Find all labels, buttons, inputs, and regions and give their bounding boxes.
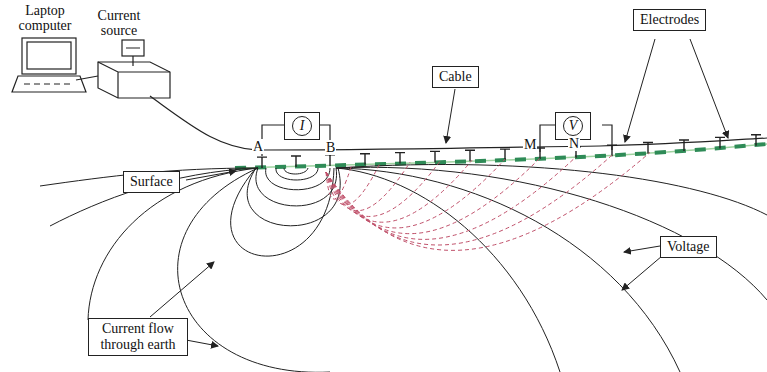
current-flow-lines (40, 165, 767, 372)
callout-box: Electrodes (633, 9, 706, 31)
voltage-line (326, 159, 505, 228)
callout-box: Surface (123, 171, 180, 193)
device-label: Laptop computer (10, 3, 80, 33)
electrode (360, 154, 370, 165)
cable-line (150, 96, 767, 150)
voltage-line (326, 157, 576, 240)
equipotential-lines (326, 152, 650, 250)
node-text: I (292, 116, 312, 136)
electrode (395, 153, 405, 164)
electrode (430, 151, 440, 162)
laptop-icon (12, 38, 86, 92)
electrode (325, 155, 335, 166)
node-text: Voltage (667, 239, 710, 254)
callout-box: Current flow through earth (88, 318, 188, 356)
current-source-icon (76, 40, 170, 98)
electrode (643, 143, 653, 154)
electrode-letter: M (523, 137, 537, 152)
voltage-line (326, 160, 472, 222)
leader-lines (150, 39, 728, 346)
callout-box: Cable (432, 66, 479, 88)
electrode (679, 140, 689, 151)
voltage-line (326, 161, 440, 216)
node-text: Electrodes (640, 12, 699, 27)
node-text: Current flow through earth (100, 321, 175, 352)
voltage-line (326, 162, 410, 210)
electrode (751, 135, 761, 146)
electrode (257, 157, 267, 168)
device-label: Current source (84, 8, 154, 38)
surface-dashes (235, 144, 767, 168)
electrode-letter: A (252, 139, 264, 154)
ammeter: I (284, 112, 320, 140)
electrode (715, 137, 725, 148)
node-text: Cable (439, 69, 472, 84)
electrode (465, 150, 475, 161)
node-text: Surface (130, 174, 173, 189)
electrode (500, 149, 510, 160)
electrode-letter: B (325, 140, 336, 155)
ground-surface (235, 144, 767, 168)
callout-box: Voltage (660, 236, 717, 258)
electrode (291, 156, 301, 167)
voltage-line (326, 152, 650, 250)
voltage-line (326, 155, 612, 245)
voltage-line (326, 158, 540, 234)
electrode-letter: N (568, 136, 580, 151)
node-text: V (563, 116, 583, 136)
electrode-row (257, 135, 761, 168)
